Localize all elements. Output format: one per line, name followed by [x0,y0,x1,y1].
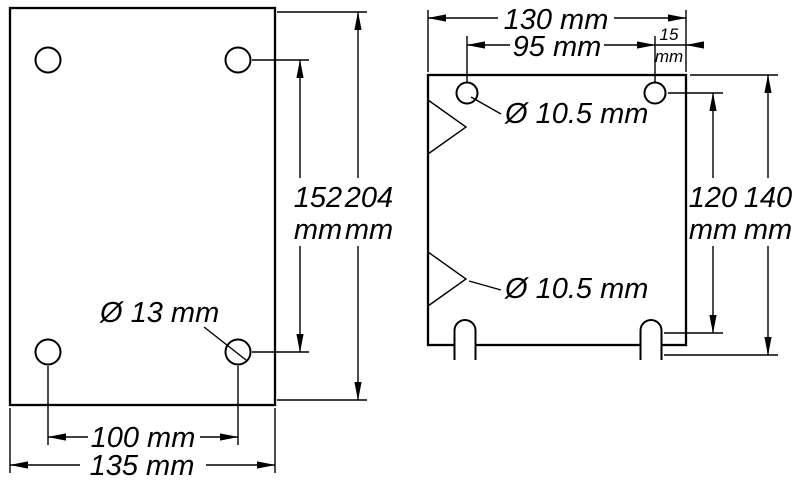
left-plate-hole-top-left [34,46,62,74]
right-plate: Ø 10.5 mm Ø 10.5 mm [426,73,688,360]
left-dim-width-inner: 100 mm [47,366,239,454]
right-plate-hole-top-left [455,81,479,105]
left-hole-leader-line [203,326,247,361]
left-hole-diameter-label: Ø 13 mm [99,297,219,329]
bottom-slot-left [453,319,477,360]
left-height-outer-value: 204 [344,182,393,214]
left-plate-outline [8,6,277,407]
right-width-inner-label: 95 mm [513,31,602,63]
right-width-outer-label: 130 mm [504,4,609,36]
left-height-labels: 152 mm 204 mm [293,178,394,246]
label-mask [510,32,604,58]
right-dim-width-outer: 130 mm [427,4,687,72]
slot-mask-right [640,320,662,348]
right-plate-outline [426,73,688,347]
label-mask [88,421,200,451]
label-mask [688,178,737,246]
right-height-inner-value: 120 [689,182,737,214]
left-plate-hole-bottom-right [224,338,252,366]
right-plate-hole-top-right [643,81,667,105]
right-hole-diameter-label-bottom: Ø 10.5 mm [504,273,648,305]
left-plate: Ø 13 mm [8,6,277,407]
left-dim-width-outer: 135 mm [9,408,276,482]
right-height-inner-unit: mm [689,214,737,246]
left-plate-hole-bottom-left [34,338,62,366]
right-hole-leader-bottom [468,280,502,291]
right-hole-diameter-label-top: Ø 10.5 mm [504,98,648,130]
left-width-inner-label: 100 mm [91,422,196,454]
left-plate-hole-top-right [224,46,252,74]
right-height-outer-unit: mm [744,214,792,246]
right-hole-leader-top [470,96,502,115]
left-edge-notch-upper [427,99,468,155]
right-dim-edge-offset: 15 mm [655,25,704,66]
left-edge-notch-lower [427,251,468,307]
label-mask [344,178,394,246]
label-mask [293,178,343,246]
label-mask [498,4,614,32]
right-offset-unit: mm [655,47,683,66]
bottom-slot-right [639,319,663,360]
right-height-outer-value: 140 [744,182,792,214]
right-offset-value: 15 [660,25,679,44]
right-dim-width-inner: 95 mm [466,31,656,82]
label-mask [80,450,206,480]
left-height-inner-value: 152 [294,182,342,214]
left-height-inner-unit: mm [294,214,342,246]
left-width-outer-label: 135 mm [90,450,195,482]
left-height-outer-unit: mm [345,214,393,246]
right-height-labels: 120 mm 140 mm [688,178,793,246]
label-mask [743,178,793,246]
slot-mask-left [454,320,476,348]
